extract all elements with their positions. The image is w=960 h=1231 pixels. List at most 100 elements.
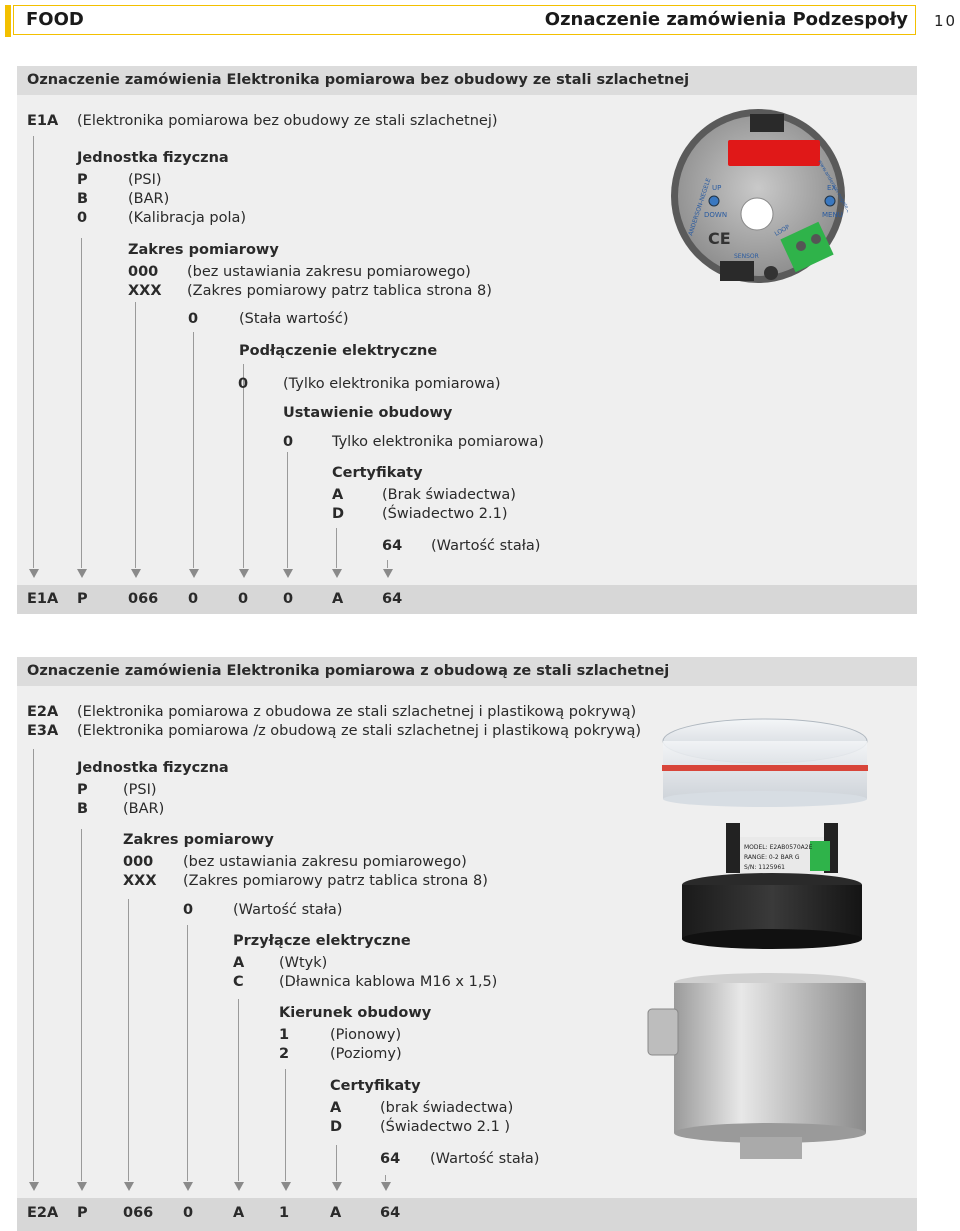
guide-line <box>385 1175 386 1181</box>
guide-line <box>285 1069 286 1181</box>
guide-line <box>33 749 34 1181</box>
dir-code: 1 <box>279 1027 289 1043</box>
example-part: 0 <box>238 591 248 607</box>
fixed-desc: (Stała wartość) <box>239 311 349 327</box>
unit-code: P <box>77 782 88 798</box>
arrow-down-icon <box>381 1182 391 1191</box>
cert-desc: (brak świadectwa) <box>380 1100 513 1116</box>
cert-desc: (Brak świadectwa) <box>382 487 516 503</box>
model-desc: (Elektronika pomiarowa /z obudową ze sta… <box>77 723 641 739</box>
unit-code: B <box>77 801 88 817</box>
range-desc: (bez ustawiania zakresu pomiarowego) <box>183 854 467 870</box>
guide-line <box>33 136 34 568</box>
example-part: 066 <box>128 591 158 607</box>
arrow-down-icon <box>234 1182 244 1191</box>
arrow-down-icon <box>77 569 87 578</box>
example-part: 0 <box>188 591 198 607</box>
guide-line <box>193 332 194 568</box>
unit-code: P <box>77 172 88 188</box>
header-accent-bar <box>5 5 11 37</box>
arrow-down-icon <box>239 569 249 578</box>
board-label-menu: MENU <box>822 211 843 219</box>
ce-mark-icon: CE <box>708 229 731 248</box>
example-part: A <box>233 1205 244 1221</box>
unit-heading: Jednostka fizyczna <box>77 150 229 166</box>
conn-heading: Przyłącze elektryczne <box>233 933 411 949</box>
header-title: Oznaczenie zamówienia Podzespoły <box>545 9 908 30</box>
cert-code: A <box>332 487 343 503</box>
const-code: 64 <box>382 538 402 554</box>
arrow-down-icon <box>283 569 293 578</box>
guide-line <box>81 829 82 1181</box>
example-part: A <box>332 591 343 607</box>
range-heading: Zakres pomiarowy <box>123 832 274 848</box>
range-code: XXX <box>128 283 162 299</box>
conn-desc: (Wtyk) <box>279 955 327 971</box>
arrow-down-icon <box>332 1182 342 1191</box>
cert-desc: (Świadectwo 2.1 ) <box>380 1119 510 1135</box>
elec-desc: (Tylko elektronika pomiarowa) <box>283 376 501 392</box>
fixed-code: 0 <box>183 902 193 918</box>
range-code: 000 <box>128 264 158 280</box>
fixed-desc: (Wartość stała) <box>233 902 342 918</box>
housing-code: 0 <box>283 434 293 450</box>
example-part: P <box>77 591 88 607</box>
arrow-down-icon <box>183 1182 193 1191</box>
unit-heading: Jednostka fizyczna <box>77 760 229 776</box>
guide-line <box>128 899 129 1181</box>
arrow-down-icon <box>383 569 393 578</box>
section-2-title: Oznaczenie zamówienia Elektronika pomiar… <box>27 663 669 679</box>
housing-assembly-photo: MODEL: E2AB0570A2E RANGE: 0-2 BAR G S/N:… <box>640 707 890 1167</box>
cert-code: D <box>330 1119 342 1135</box>
housing-heading: Ustawienie obudowy <box>283 405 452 421</box>
arrow-down-icon <box>189 569 199 578</box>
example-part: E2A <box>27 1205 58 1221</box>
range-desc: (Zakres pomiarowy patrz tablica strona 8… <box>187 283 492 299</box>
housing-label-serial: S/N: 1125961 <box>744 864 785 871</box>
example-part: 066 <box>123 1205 153 1221</box>
guide-line <box>135 302 136 568</box>
arrow-down-icon <box>332 569 342 578</box>
cert-desc: (Świadectwo 2.1) <box>382 506 507 522</box>
model-desc: (Elektronika pomiarowa bez obudowy ze st… <box>77 113 498 129</box>
const-desc: (Wartość stała) <box>430 1151 539 1167</box>
unit-desc: (BAR) <box>123 801 164 817</box>
guide-line <box>336 528 337 568</box>
example-part: 64 <box>380 1205 400 1221</box>
unit-code: 0 <box>77 210 87 226</box>
example-part: 64 <box>382 591 402 607</box>
conn-code: C <box>233 974 244 990</box>
range-heading: Zakres pomiarowy <box>128 242 279 258</box>
arrow-down-icon <box>29 569 39 578</box>
const-desc: (Wartość stała) <box>431 538 540 554</box>
guide-line <box>387 560 388 568</box>
guide-line <box>243 364 244 568</box>
guide-line <box>187 925 188 1181</box>
guide-line <box>287 452 288 568</box>
arrow-down-icon <box>131 569 141 578</box>
board-label-down: DOWN <box>704 211 727 219</box>
electronics-board-photo: UP DOWN EX MENU SENSOR LOOP ANDERSON-NEG… <box>668 106 848 286</box>
const-code: 64 <box>380 1151 400 1167</box>
unit-desc: (PSI) <box>123 782 157 798</box>
housing-label-model: MODEL: E2AB0570A2E <box>744 844 813 851</box>
elec-heading: Podłączenie elektryczne <box>239 343 437 359</box>
board-label-sensor: SENSOR <box>734 253 759 260</box>
model-code: E2A <box>27 704 58 720</box>
arrow-down-icon <box>29 1182 39 1191</box>
example-code-bar: E1A P 066 0 0 0 A 64 <box>17 585 917 614</box>
example-part: P <box>77 1205 88 1221</box>
model-code: E3A <box>27 723 58 739</box>
conn-desc: (Dławnica kablowa M16 x 1,5) <box>279 974 497 990</box>
unit-code: B <box>77 191 88 207</box>
dir-desc: (Pionowy) <box>330 1027 401 1043</box>
section-1-title: Oznaczenie zamówienia Elektronika pomiar… <box>27 72 689 88</box>
range-desc: (bez ustawiania zakresu pomiarowego) <box>187 264 471 280</box>
board-label-up: UP <box>712 184 721 192</box>
housing-label-range: RANGE: 0-2 BAR G <box>744 854 800 861</box>
guide-line <box>336 1145 337 1181</box>
range-code: XXX <box>123 873 157 889</box>
guide-line <box>238 999 239 1181</box>
arrow-down-icon <box>281 1182 291 1191</box>
cert-heading: Certyfikaty <box>330 1078 421 1094</box>
